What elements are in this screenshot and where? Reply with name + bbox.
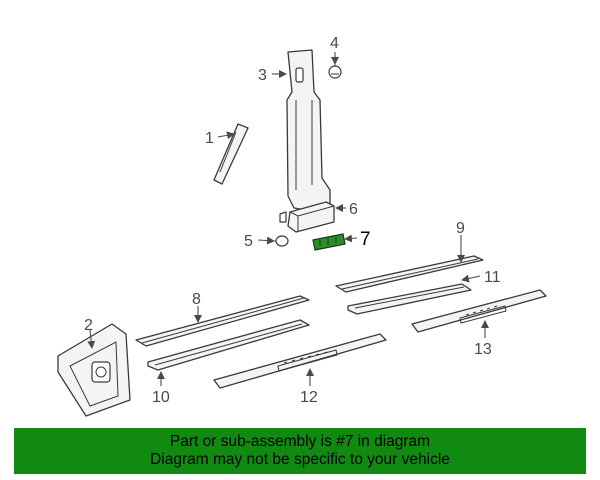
callout-6: 6 (349, 201, 358, 218)
callout-11: 11 (484, 269, 501, 286)
callout-1: 1 (205, 130, 214, 147)
callout-5: 5 (244, 233, 253, 250)
banner-line-1: Part or sub-assembly is #7 in diagram (169, 433, 431, 450)
part-8-sill-trim[interactable] (135, 295, 310, 347)
part-3-pillar-trim[interactable] (286, 49, 331, 211)
callout-2: 2 (84, 317, 93, 334)
part-2-kick-panel[interactable] (57, 323, 131, 417)
parts-diagram: 1 2 3 4 5 6 7 8 9 10 11 12 13 (57, 35, 547, 417)
callout-8: 8 (192, 291, 201, 308)
callout-7-highlighted: 7 (360, 229, 371, 250)
callout-9: 9 (456, 220, 465, 237)
callout-3: 3 (258, 67, 267, 84)
leader-lines (87, 52, 489, 386)
callout-12: 12 (300, 389, 318, 406)
callout-4: 4 (330, 35, 339, 52)
part-1-garnish[interactable] (213, 123, 249, 185)
banner-line-2: Diagram may not be specific to your vehi… (150, 451, 450, 468)
part-6-bracket[interactable] (279, 201, 335, 233)
part-7-clip-highlighted[interactable] (312, 233, 346, 251)
callout-13: 13 (474, 341, 492, 358)
part-info-banner: Part or sub-assembly is #7 in diagram Di… (14, 428, 586, 474)
callout-numbers: 1 2 3 4 5 6 7 8 9 10 11 12 13 (84, 35, 501, 406)
part-11-scuff-plate[interactable] (347, 283, 472, 315)
part-10-scuff-plate[interactable] (147, 319, 310, 371)
callout-10: 10 (152, 389, 170, 406)
part-12-step-plate[interactable] (213, 333, 387, 389)
part-13-step-plate[interactable] (411, 289, 547, 333)
part-9-sill-trim[interactable] (335, 255, 484, 293)
part-4-clip[interactable] (328, 62, 342, 79)
